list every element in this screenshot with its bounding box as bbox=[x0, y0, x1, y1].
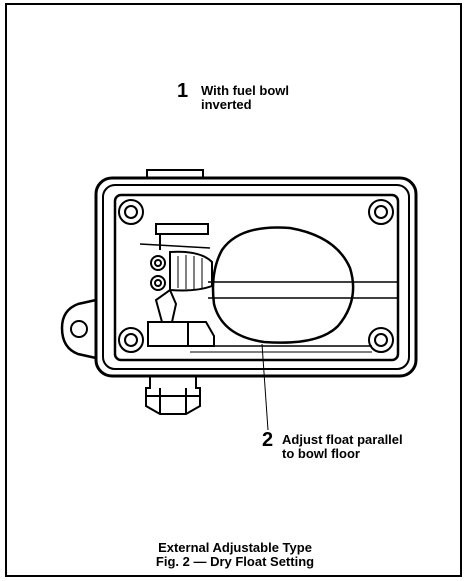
callout-1-number: 1 bbox=[177, 80, 189, 102]
corner-screw-tr bbox=[368, 199, 394, 225]
leader-line bbox=[261, 343, 269, 431]
inlet-block bbox=[147, 321, 189, 347]
float bbox=[211, 226, 355, 344]
float-arm bbox=[169, 250, 213, 292]
hinge-pin bbox=[150, 255, 166, 291]
ear-hole bbox=[70, 320, 88, 338]
callout-2-line-1: Adjust float parallel bbox=[282, 432, 403, 447]
corner-screw-bl bbox=[118, 327, 144, 353]
callout-2-number: 2 bbox=[262, 429, 274, 451]
float-bracket bbox=[155, 223, 209, 235]
caption-line-2: Fig. 2 — Dry Float Setting bbox=[155, 554, 315, 569]
needle-seat bbox=[154, 288, 178, 323]
drain-fitting bbox=[145, 376, 201, 415]
figure-frame bbox=[5, 3, 462, 577]
figure-caption: External Adjustable Type Fig. 2 — Dry Fl… bbox=[0, 541, 470, 569]
callout-2-line-2: to bowl floor bbox=[282, 446, 360, 461]
bowl-lip bbox=[102, 184, 410, 370]
callout-1-line-1: With fuel bowl bbox=[201, 83, 289, 98]
corner-screw-tl bbox=[118, 199, 144, 225]
corner-screw-br bbox=[368, 327, 394, 353]
caption-line-1: External Adjustable Type bbox=[158, 540, 312, 555]
bowl-outer bbox=[94, 176, 418, 378]
callout-1-line-2: inverted bbox=[201, 97, 252, 112]
left-ear bbox=[60, 298, 97, 360]
top-tab bbox=[146, 169, 204, 178]
bowl-cavity bbox=[113, 193, 400, 362]
